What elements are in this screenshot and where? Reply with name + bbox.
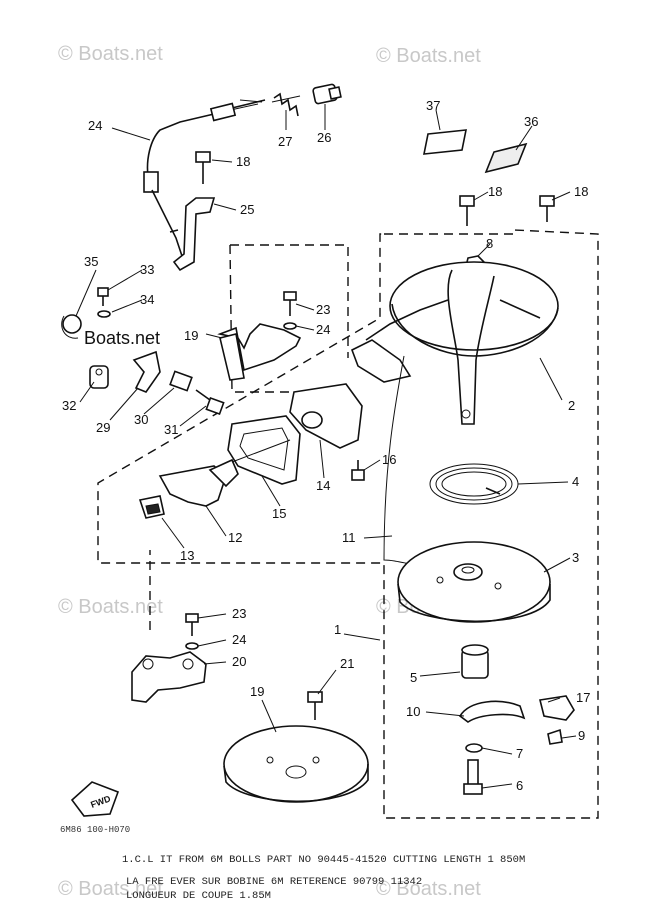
part-28-cable — [143, 99, 266, 263]
callout-32: 32 — [62, 398, 76, 413]
assembly-boundaries — [97, 229, 599, 819]
watermark: © Boats.net — [58, 596, 163, 618]
callout-34: 34 — [140, 292, 154, 307]
callout-18: 18 — [488, 184, 502, 199]
note-line: 1.C.L IT FROM 6M BOLLS PART NO 90445-415… — [122, 854, 525, 866]
callout-23: 23 — [232, 606, 246, 621]
callout-2: 2 — [568, 398, 575, 413]
watermark: © Boats.net — [58, 43, 163, 65]
part-12-handle — [158, 439, 291, 507]
part-25-lever — [132, 350, 161, 393]
callout-27: 31 — [164, 422, 178, 437]
callout-11: 11 — [342, 530, 356, 545]
part-32-bushing — [89, 365, 109, 389]
callout-31: 27 — [278, 134, 292, 149]
callout-35: 35 — [84, 254, 98, 269]
part-37-label — [423, 129, 467, 155]
callout-24: 24 — [232, 632, 246, 647]
watermark: © Boats.net — [58, 878, 163, 900]
callout-4: 4 — [572, 474, 579, 489]
callout-6: 6 — [516, 778, 523, 793]
note-line: LONGUEUR DE COUPE 1.85M — [126, 890, 271, 902]
part-34-washer — [97, 310, 111, 318]
part-24-washer — [185, 642, 199, 650]
part-23-bolt — [283, 291, 297, 316]
part-14-guide — [289, 383, 363, 449]
part-17-pawl — [539, 695, 575, 721]
callout-22: 20 — [232, 654, 246, 669]
callout-18: 18 — [236, 154, 250, 169]
part-18-bolt — [539, 195, 555, 222]
part-22-bracket — [131, 651, 207, 703]
part-13-insert — [138, 495, 165, 519]
part-18-bolt — [459, 195, 475, 226]
leader-lines — [75, 99, 577, 789]
part-18-bolt — [195, 151, 211, 184]
watermark: © Boats.net — [376, 878, 481, 900]
watermark-inline: Boats.net — [84, 328, 160, 348]
part-19-plate — [223, 725, 369, 803]
callout-12: 12 — [228, 530, 242, 545]
part-20-bolt — [307, 691, 323, 720]
callout-24: 24 — [316, 322, 330, 337]
note-line: LA FRE EVER SUR BOBINE 6M RETERENCE 9079… — [126, 876, 422, 888]
callout-37: 37 — [426, 98, 440, 113]
callout-7: 7 — [516, 746, 523, 761]
part-5-hub — [461, 644, 489, 679]
callout-28: 24 — [88, 118, 102, 133]
callout-29: 25 — [240, 202, 254, 217]
callout-15: 15 — [272, 506, 286, 521]
part-2-housing — [350, 261, 559, 425]
part-7-washer — [465, 743, 483, 753]
part-36-label — [484, 142, 528, 174]
watermark: © Boats.net — [376, 45, 481, 67]
callout-13: 13 — [180, 548, 194, 563]
callout-21: 19 — [184, 328, 198, 343]
fwd-arrow-icon: FWD — [70, 781, 120, 817]
callout-36: 36 — [524, 114, 538, 129]
callout-5: 5 — [410, 670, 417, 685]
part-30-cap — [312, 83, 342, 105]
part-21-bracket — [217, 323, 302, 381]
part-24-washer — [283, 322, 297, 330]
part-27-bolt — [195, 389, 225, 416]
part-26-collar — [169, 370, 193, 392]
footnotes: 1.C.L IT FROM 6M BOLLS PART NO 90445-415… — [122, 854, 525, 902]
callout-20: 21 — [340, 656, 354, 671]
part-9-clip — [547, 728, 563, 745]
part-35-spring-clip — [61, 314, 82, 339]
part-4-spiral-spring — [429, 463, 519, 505]
callout-25: 29 — [96, 420, 110, 435]
part-3-drum — [397, 541, 551, 623]
part-11-rope — [383, 355, 421, 567]
callouts: 24 27 26 18 25 37 36 18 18 8 2 35 33 34 … — [62, 98, 590, 793]
drawing-code: 6M86 100-H070 — [60, 825, 130, 835]
part-16-screw — [351, 460, 365, 481]
part-6-bolt — [463, 759, 483, 795]
part-10-clip — [458, 700, 526, 723]
callout-8: 8 — [486, 236, 493, 251]
callout-1: 1 — [334, 622, 341, 637]
callout-14: 14 — [316, 478, 330, 493]
callout-3: 3 — [572, 550, 579, 565]
part-33-bolt — [97, 287, 109, 306]
callout-9: 9 — [578, 728, 585, 743]
callout-23: 23 — [316, 302, 330, 317]
callout-18: 18 — [574, 184, 588, 199]
callout-16: 16 — [382, 452, 396, 467]
callout-10: 10 — [406, 704, 420, 719]
part-29-bracket — [172, 197, 216, 272]
callout-17: 17 — [576, 690, 590, 705]
callout-26: 30 — [134, 412, 148, 427]
callout-33: 33 — [140, 262, 154, 277]
part-31-spring — [271, 92, 301, 117]
callout-19: 19 — [250, 684, 264, 699]
part-23-bolt — [185, 613, 199, 636]
callout-30: 26 — [317, 130, 331, 145]
